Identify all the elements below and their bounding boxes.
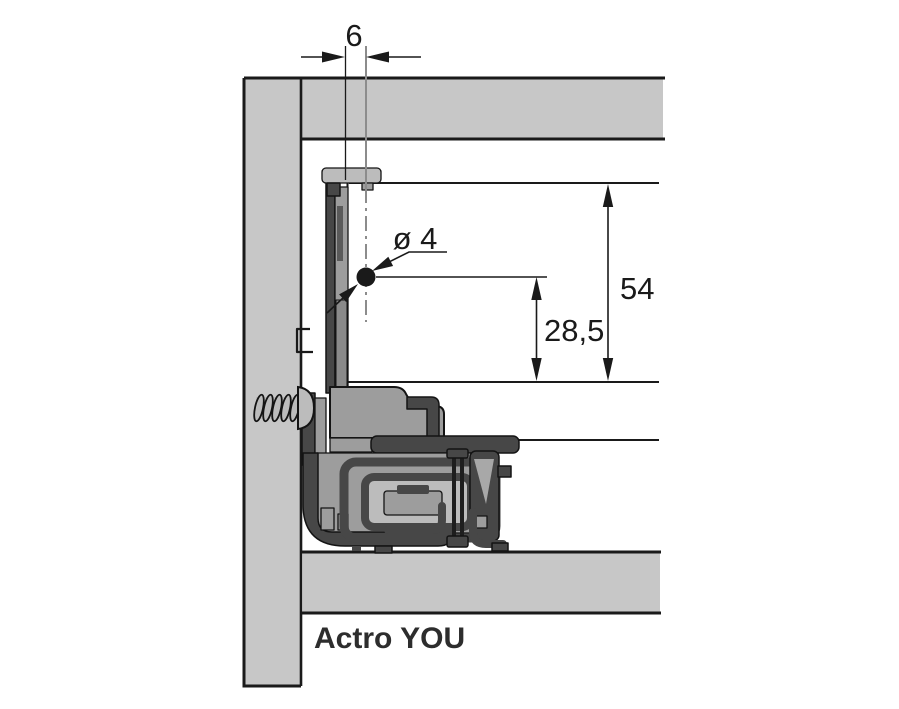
end-foot [491, 542, 509, 552]
screw-threads [253, 393, 301, 423]
cap-clip-left [326, 182, 341, 197]
dim-hole-offset: 28,5 [531, 277, 604, 381]
cabinet-panels [242, 76, 665, 688]
dim-total-height: 54 [602, 184, 654, 381]
dim-gap-width-value: 6 [345, 18, 362, 53]
screw-head [297, 385, 316, 431]
dim-gap-width: 6 [301, 18, 421, 63]
end-cap-tab [497, 465, 512, 478]
leader-arrowhead-2 [339, 284, 358, 302]
side-panel-edge [242, 78, 301, 688]
runner-top-flange [370, 435, 520, 454]
rail-back-strip-inner [314, 397, 327, 461]
mounting-screw [253, 385, 316, 431]
carrier-hook [406, 396, 440, 438]
adjust-pin-right [460, 450, 464, 546]
end-hook [469, 508, 507, 548]
runner-slider-clip [397, 485, 429, 494]
arrowhead-up [602, 184, 614, 207]
leader-arrowhead [372, 256, 394, 271]
dimension-annotations: 6 ø 4 54 28,5 [301, 18, 654, 381]
dim-total-height-value: 54 [620, 271, 654, 306]
runner-foot-2 [352, 546, 361, 551]
side-profile-lower-insert [335, 299, 348, 393]
leader-line-2 [326, 296, 345, 314]
adjust-pin-left [452, 450, 456, 546]
arrowhead-down [531, 358, 542, 381]
arrowhead [366, 51, 389, 63]
runner-inner-hook [384, 502, 446, 534]
side-profile-groove [337, 206, 343, 261]
dim-hole-diameter-value: ø 4 [393, 221, 438, 256]
end-cap-funnel [474, 459, 494, 504]
pin-head-top [446, 448, 469, 459]
arrowhead-up [531, 277, 542, 300]
runner-step-1 [320, 507, 335, 531]
runner-slider-block [383, 490, 443, 516]
dim-hole-offset-value: 28,5 [544, 313, 604, 348]
pin-head-bottom [446, 535, 469, 548]
arrowhead-down [602, 358, 614, 381]
runner-foot-1 [374, 545, 393, 554]
cap-clip-right [361, 182, 374, 191]
cabinet-side-panel [244, 78, 301, 686]
front-bracket-outline [295, 327, 313, 354]
drawer-slide-mechanism [295, 167, 520, 554]
profile-top-cap [321, 167, 382, 184]
arrowhead [322, 51, 345, 63]
side-profile-outer [325, 182, 336, 394]
carrier-base [329, 437, 373, 453]
hole-marker [356, 267, 376, 287]
top-panel [301, 79, 663, 139]
dim-hole-diameter: ø 4 [326, 221, 547, 314]
bottom-panel [303, 553, 660, 613]
product-label: Actro YOU [314, 622, 465, 655]
